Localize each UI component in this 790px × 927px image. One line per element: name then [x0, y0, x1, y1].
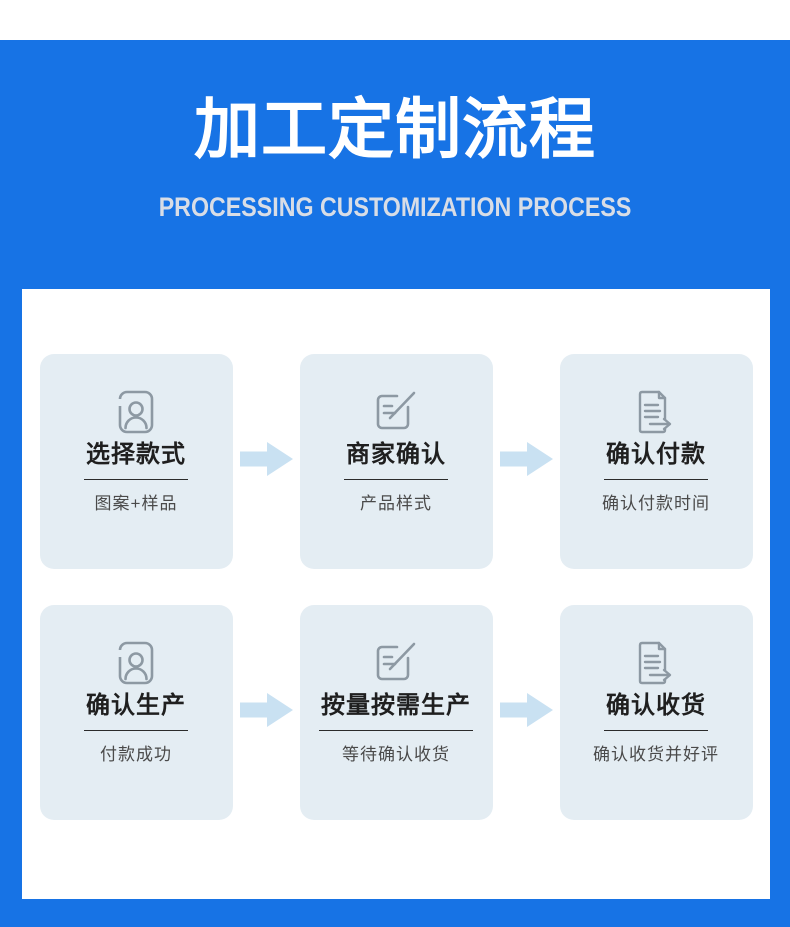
edit-document-icon [373, 390, 419, 434]
arrow-right-icon [233, 605, 300, 727]
process-row-2: 确认生产 付款成功 按量按需生产 等待确认收货 [22, 605, 770, 820]
page-subtitle: PROCESSING CUSTOMIZATION PROCESS [158, 192, 632, 222]
id-card-icon [118, 641, 154, 685]
step-title: 选择款式 [84, 442, 188, 480]
step-card-confirm-receipt: 确认收货 确认收货并好评 [559, 605, 753, 820]
step-title: 确认收货 [604, 693, 708, 731]
step-card-confirm-payment: 确认付款 确认付款时间 [559, 354, 753, 569]
arrow-right-icon [233, 354, 300, 476]
step-card-merchant-confirm: 商家确认 产品样式 [299, 354, 493, 569]
process-content-card: 选择款式 图案+样品 商家确认 产品样式 [22, 289, 770, 899]
step-title: 确认生产 [84, 693, 188, 731]
step-title: 商家确认 [344, 442, 448, 480]
step-title: 按量按需生产 [319, 693, 473, 731]
step-card-confirm-production: 确认生产 付款成功 [39, 605, 233, 820]
step-title: 确认付款 [604, 442, 708, 480]
page-title: 加工定制流程 [194, 92, 596, 166]
step-subtitle: 付款成功 [100, 745, 172, 764]
step-subtitle: 等待确认收货 [342, 745, 450, 764]
document-send-icon [636, 641, 676, 685]
step-card-produce-on-demand: 按量按需生产 等待确认收货 [299, 605, 493, 820]
document-send-icon [636, 390, 676, 434]
process-row-1: 选择款式 图案+样品 商家确认 产品样式 [22, 354, 770, 569]
step-subtitle: 图案+样品 [94, 494, 178, 513]
edit-document-icon [373, 641, 419, 685]
step-card-choose-style: 选择款式 图案+样品 [39, 354, 233, 569]
arrow-right-icon [493, 354, 560, 476]
step-subtitle: 确认付款时间 [602, 494, 710, 513]
step-subtitle: 确认收货并好评 [593, 745, 719, 764]
id-card-icon [118, 390, 154, 434]
arrow-right-icon [493, 605, 560, 727]
step-subtitle: 产品样式 [360, 494, 432, 513]
